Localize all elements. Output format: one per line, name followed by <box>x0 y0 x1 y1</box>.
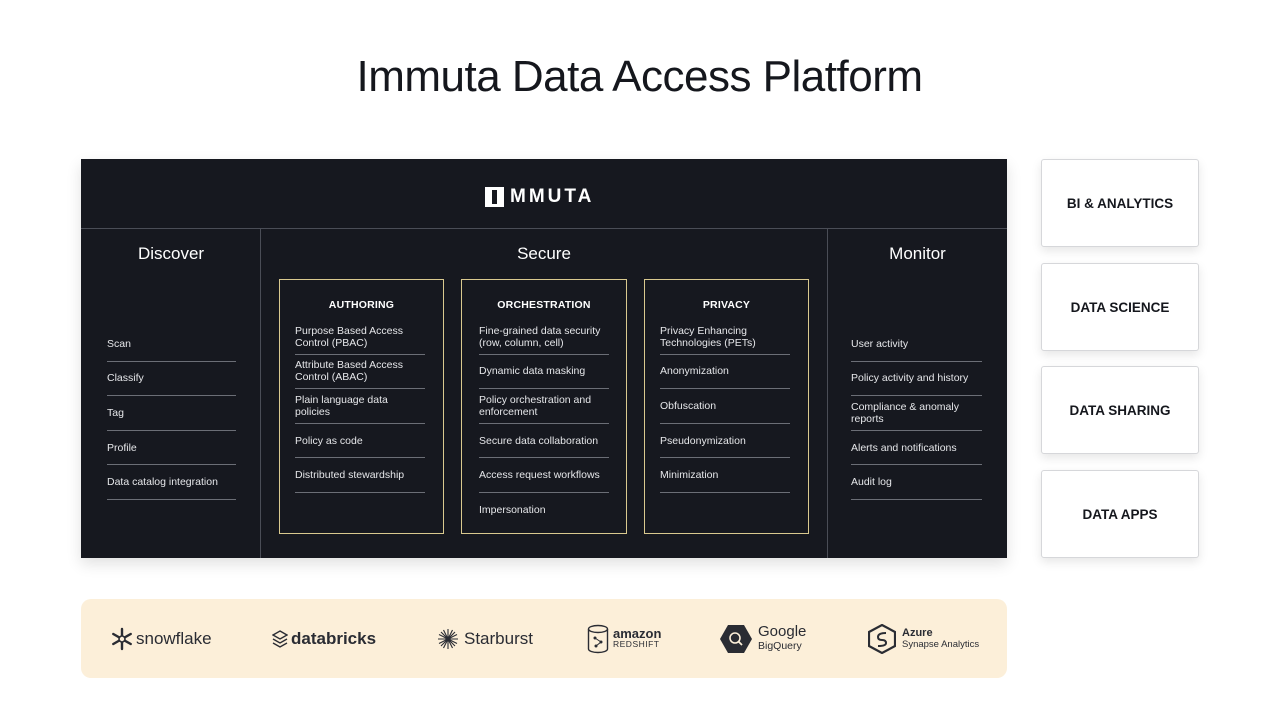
authoring-list: Purpose Based Access Control (PBAC) Attr… <box>295 320 425 493</box>
orchestration-box: ORCHESTRATION Fine-grained data security… <box>461 279 627 534</box>
panel-header: MMUTA <box>81 159 1007 229</box>
box-title: ORCHESTRATION <box>497 299 591 311</box>
amazon-redshift-text: amazon REDSHIFT <box>613 625 662 650</box>
list-item: Purpose Based Access Control (PBAC) <box>295 320 425 355</box>
list-item: Tag <box>107 396 236 431</box>
list-item: Policy orchestration and enforcement <box>479 389 609 424</box>
list-item: Obfuscation <box>660 389 790 424</box>
list-item: Secure data collaboration <box>479 424 609 459</box>
secure-title: Secure <box>517 244 571 263</box>
snowflake-logo: snowflake <box>110 599 212 678</box>
list-item: Compliance & anomaly reports <box>851 396 982 431</box>
list-item: Dynamic data masking <box>479 355 609 390</box>
snowflake-name: snowflake <box>136 628 212 648</box>
snowflake-icon <box>112 627 132 650</box>
bi-analytics-card: BI & ANALYTICS <box>1041 159 1199 247</box>
immuta-platform-panel: MMUTA Discover Scan Classify Tag Profile… <box>81 159 1007 558</box>
google-bigquery-text: Google BigQuery <box>758 622 807 653</box>
list-item: Access request workflows <box>479 458 609 493</box>
databricks-icon <box>272 629 288 648</box>
list-item: Alerts and notifications <box>851 431 982 466</box>
page-title: Immuta Data Access Platform <box>356 52 923 101</box>
discover-list: Scan Classify Tag Profile Data catalog i… <box>107 327 236 500</box>
list-item: Profile <box>107 431 236 466</box>
azure-synapse-icon <box>868 623 896 654</box>
amazon-redshift-logo: amazon REDSHIFT <box>587 599 661 678</box>
redshift-name: REDSHIFT <box>613 638 660 649</box>
list-item: Policy as code <box>295 424 425 459</box>
list-item: Data catalog integration <box>107 465 236 500</box>
amazon-name: amazon <box>613 625 662 641</box>
orchestration-list: Fine-grained data security (row, column,… <box>479 320 609 528</box>
privacy-box: PRIVACY Privacy Enhancing Technologies (… <box>644 279 809 534</box>
list-item: Fine-grained data security (row, column,… <box>479 320 609 355</box>
list-item: Attribute Based Access Control (ABAC) <box>295 355 425 390</box>
box-title: AUTHORING <box>328 299 395 311</box>
list-item: Minimization <box>660 458 790 493</box>
redshift-icon <box>587 624 609 653</box>
starburst-icon <box>438 628 458 649</box>
google-name: Google <box>758 622 807 640</box>
list-item: User activity <box>851 327 982 362</box>
azure-synapse-logo: Azure Synapse Analytics <box>868 599 979 678</box>
box-title: PRIVACY <box>702 299 751 311</box>
databricks-logo: databricks <box>272 599 376 678</box>
bigquery-name: BigQuery <box>758 639 802 652</box>
list-item: Audit log <box>851 465 982 500</box>
starburst-name: Starburst <box>464 628 533 648</box>
discover-title: Discover <box>137 244 205 263</box>
list-item: Pseudonymization <box>660 424 790 459</box>
synapse-name: Synapse Analytics <box>902 638 980 650</box>
bigquery-icon <box>720 624 752 653</box>
partner-logos-bar: snowflake databricks Starburst <box>81 599 1007 678</box>
azure-synapse-text: Azure Synapse Analytics <box>902 626 980 650</box>
azure-name: Azure <box>902 626 933 639</box>
immuta-logo: MMUTA <box>485 186 594 208</box>
immuta-logo-text: MMUTA <box>510 186 595 207</box>
list-item: Privacy Enhancing Technologies (PETs) <box>660 320 790 355</box>
privacy-list: Privacy Enhancing Technologies (PETs) An… <box>660 320 790 493</box>
list-item: Policy activity and history <box>851 362 982 397</box>
list-item: Anonymization <box>660 355 790 390</box>
list-item: Distributed stewardship <box>295 458 425 493</box>
starburst-logo: Starburst <box>437 599 533 678</box>
list-item: Impersonation <box>479 504 546 517</box>
google-bigquery-logo: Google BigQuery <box>719 599 806 678</box>
databricks-name: databricks <box>291 628 377 648</box>
list-item: Classify <box>107 362 236 397</box>
column-divider <box>827 228 828 558</box>
list-item: Scan <box>107 327 236 362</box>
column-divider <box>260 228 261 558</box>
authoring-box: AUTHORING Purpose Based Access Control (… <box>279 279 444 534</box>
list-item: Plain language data policies <box>295 389 425 424</box>
data-apps-card: DATA APPS <box>1041 470 1199 558</box>
data-sharing-card: DATA SHARING <box>1041 366 1199 454</box>
immuta-logo-mark-icon <box>485 187 504 207</box>
monitor-list: User activity Policy activity and histor… <box>851 327 982 500</box>
monitor-title: Monitor <box>889 244 946 263</box>
data-science-card: DATA SCIENCE <box>1041 263 1199 351</box>
